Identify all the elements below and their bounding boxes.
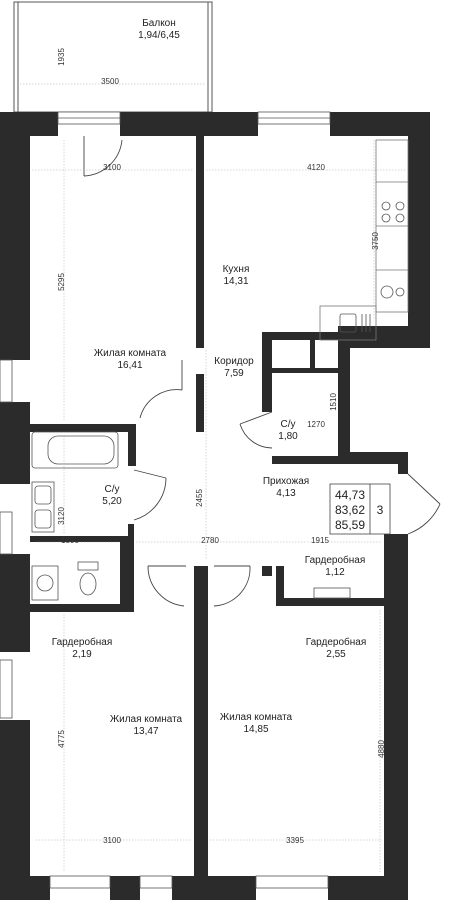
closet1-area: 1,12 xyxy=(325,567,345,578)
dim-balcony-width: 3500 xyxy=(101,77,119,86)
wc-name: С/у xyxy=(281,419,296,430)
dim-wc-height: 1510 xyxy=(329,393,338,411)
dim-room3-width: 3395 xyxy=(286,836,304,845)
bath-name: С/у xyxy=(105,484,120,495)
kitchen-area: 14,31 xyxy=(223,276,248,287)
hall-area: 4,13 xyxy=(276,488,296,499)
dimension-lines xyxy=(20,83,406,872)
living2-name: Жилая комната xyxy=(110,714,183,725)
rooms-count: 3 xyxy=(377,503,384,517)
kitchen-counter xyxy=(319,139,409,341)
corridor-area: 7,59 xyxy=(224,368,244,379)
dim-corridor-length: 2455 xyxy=(195,489,204,507)
windows xyxy=(0,111,331,889)
closet3-name: Гардеробная xyxy=(306,636,367,648)
dim-hall-width: 1915 xyxy=(311,536,329,545)
kitchen-name: Кухня xyxy=(223,264,250,275)
area-summary-box: 44,73 83,62 85,59 3 xyxy=(329,483,391,535)
dim-room1-length: 5295 xyxy=(57,273,66,291)
washbasin-icon xyxy=(31,481,55,533)
washing-machine-icon xyxy=(31,565,59,601)
bath-area: 5,20 xyxy=(102,496,122,507)
dim-kitchen-width: 4120 xyxy=(307,163,325,172)
dim-bath-length: 3120 xyxy=(57,507,66,525)
shelf-icon xyxy=(313,587,351,599)
interior-walls xyxy=(30,136,384,876)
living3-area: 14,85 xyxy=(243,724,268,735)
sink-icon xyxy=(339,313,371,333)
washer-icon xyxy=(380,285,405,299)
hall-name: Прихожая xyxy=(263,476,309,487)
wc-area: 1,80 xyxy=(278,431,298,442)
closet2-area: 2,19 xyxy=(72,649,92,660)
dim-room2-width: 3100 xyxy=(103,836,121,845)
closet1-name: Гардеробная xyxy=(305,554,366,566)
dim-kitchen-length: 3750 xyxy=(371,232,380,250)
corridor-name: Коридор xyxy=(214,356,254,367)
dim-room3-length: 4880 xyxy=(377,740,386,758)
living1-name: Жилая комната xyxy=(94,348,167,359)
balcony-name: Балкон xyxy=(142,18,176,29)
living1-area: 16,41 xyxy=(117,360,142,371)
dim-room2-length: 4775 xyxy=(57,730,66,748)
exterior-walls xyxy=(0,112,430,900)
toilet-icon xyxy=(77,561,99,596)
total-area-value: 83,62 xyxy=(335,503,365,517)
doors xyxy=(83,136,441,607)
closet2-name: Гардеробная xyxy=(52,636,113,648)
dim-corridor-width: 2780 xyxy=(201,536,219,545)
balcony xyxy=(13,1,213,113)
stove-icon xyxy=(381,201,405,223)
dim-wc-width: 1270 xyxy=(307,420,325,429)
closet3-area: 2,55 xyxy=(326,649,346,660)
dim-bath-width: 1800 xyxy=(61,536,79,545)
living2-area: 13,47 xyxy=(133,726,158,737)
bathtub-icon xyxy=(31,431,119,469)
balcony-area: 1,94/6,45 xyxy=(138,30,180,41)
living-area-value: 44,73 xyxy=(335,488,365,502)
dim-balcony-depth: 1935 xyxy=(57,48,66,66)
dim-room1-width: 3100 xyxy=(103,163,121,172)
living3-name: Жилая комната xyxy=(220,712,293,723)
total-with-balcony-value: 85,59 xyxy=(335,518,365,532)
